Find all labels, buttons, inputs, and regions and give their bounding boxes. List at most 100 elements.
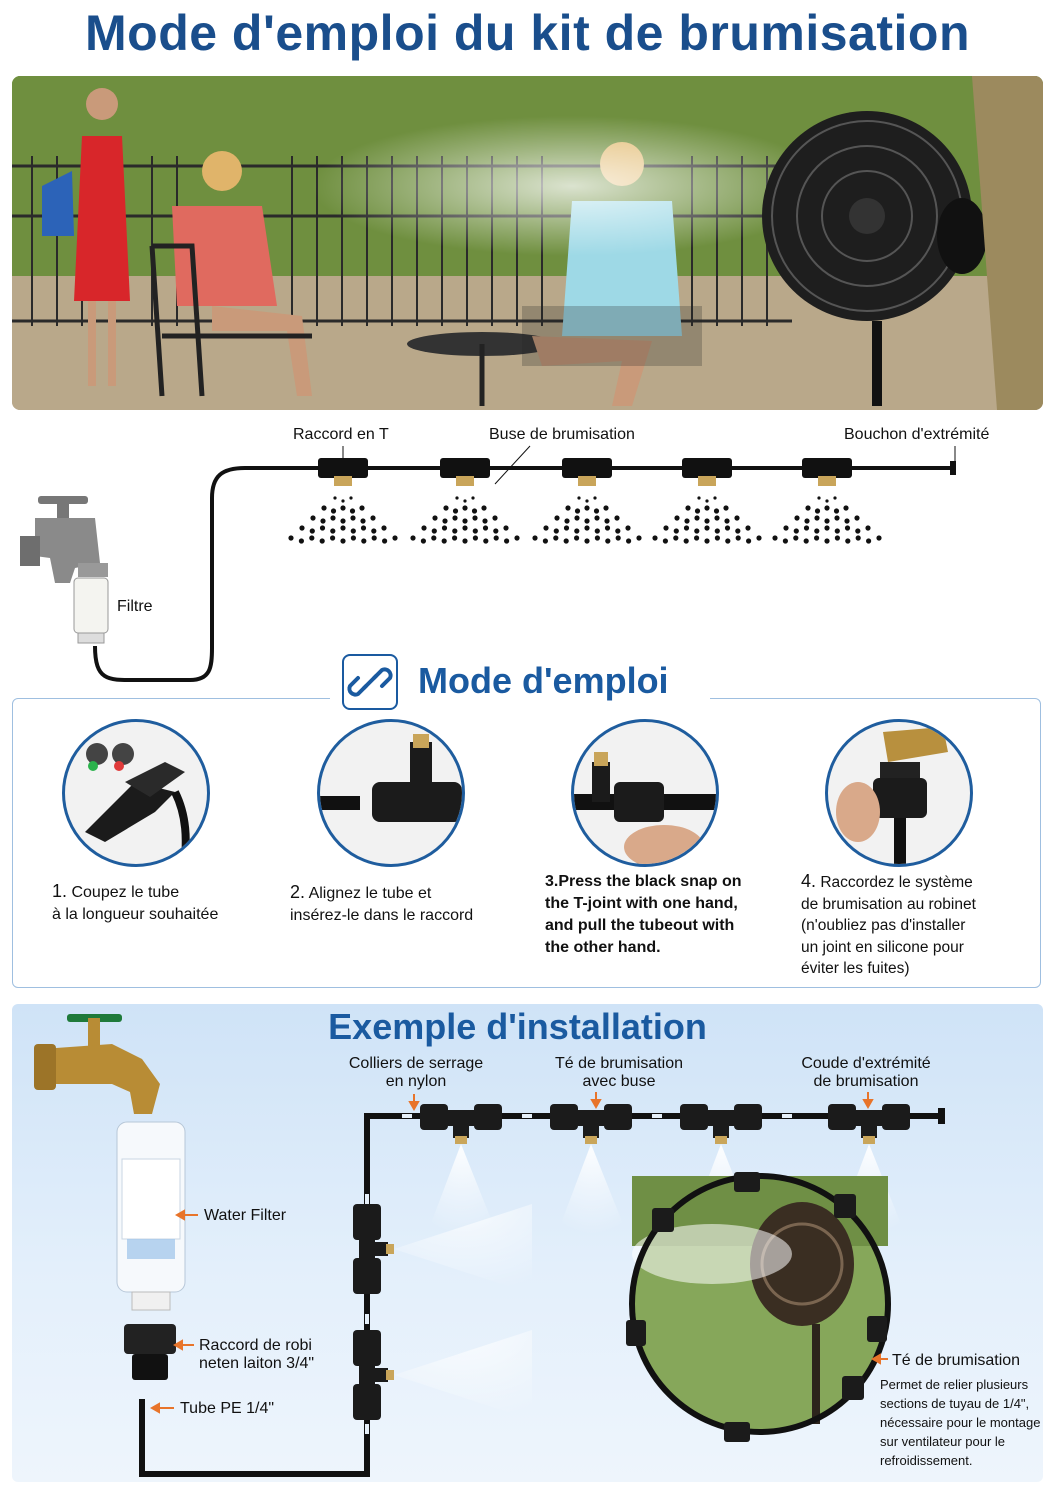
spray-dot <box>804 518 810 524</box>
spray-dot <box>585 499 589 503</box>
spray-dot <box>745 525 751 531</box>
spray-dot <box>724 518 730 524</box>
spray-dot <box>724 525 731 531</box>
spray-dot <box>441 538 447 544</box>
spray-dot <box>309 528 315 534</box>
spray-dot <box>472 528 478 534</box>
step-1-line-1: Coupez le tube <box>71 884 180 901</box>
spray-dot <box>482 525 489 531</box>
step-2-image <box>317 719 465 867</box>
label-tube: Tube PE 1/4" <box>180 1400 275 1417</box>
spray-dot <box>462 538 468 544</box>
spray-dot <box>574 535 580 541</box>
step-4-line-3: (n'oubliez pas d'installer <box>801 917 966 934</box>
step-3-line-1: 3.Press the black snap on <box>545 873 742 890</box>
label-collars-line-1: Colliers de serrage <box>348 1055 484 1072</box>
spray-dot <box>625 525 631 531</box>
spray-dot <box>483 538 489 544</box>
label-elbow: Coude d'extrémité de brumisation <box>795 1055 937 1091</box>
spray-dot <box>683 538 689 544</box>
spray-dot <box>825 499 829 503</box>
tee-desc-line-3: nécessaire pour le montage <box>880 1415 1041 1430</box>
label-tee: Té de brumisation avec buse <box>548 1055 690 1091</box>
spray-dot <box>685 505 691 511</box>
spray-dot <box>319 538 325 544</box>
spray-dot <box>824 525 830 531</box>
spray-dot <box>309 535 315 541</box>
spray-dot <box>694 528 700 534</box>
spray-dot <box>532 535 538 541</box>
spray-dot <box>843 505 849 511</box>
spray-dot <box>350 528 356 534</box>
install-diagram <box>34 1014 945 1477</box>
spray-dot <box>472 515 478 521</box>
system-diagram <box>20 445 956 683</box>
label-tee-line-1: Té de brumisation <box>554 1055 684 1072</box>
spray-dot <box>834 528 840 534</box>
spray-dot <box>713 496 717 500</box>
spray-dot <box>370 515 376 521</box>
spray-dot <box>493 528 499 534</box>
spray-dot <box>704 505 710 511</box>
spray-dot <box>492 515 498 521</box>
spray-dot <box>441 525 448 531</box>
spray-dot <box>834 535 841 541</box>
spray-dot <box>359 505 365 511</box>
spray-dot <box>854 515 860 521</box>
spray-dot <box>382 538 388 544</box>
spray-dot <box>594 515 600 521</box>
page-title: Mode d'emploi du kit de brumisation <box>85 5 970 61</box>
step-4-line-1: Raccordez le système <box>820 874 973 891</box>
spray-dot <box>824 505 830 511</box>
label-adapter: Raccord de robi neten laiton 3/4" <box>199 1337 314 1373</box>
spray-dot <box>663 525 669 531</box>
label-end-cap: Bouchon d'extrémité <box>844 426 990 443</box>
spray-dot <box>299 525 305 531</box>
spray-dot <box>421 525 427 531</box>
spray-dot <box>834 515 840 521</box>
tee-description: Permet de relier plusieurs sections de t… <box>880 1375 1040 1470</box>
spray-dot <box>361 538 367 544</box>
spray-dot <box>320 518 326 524</box>
spray-dot <box>824 518 830 524</box>
spray-dot <box>482 518 488 524</box>
spray-dot <box>814 535 820 541</box>
label-tee-line-2: avec buse <box>582 1073 656 1090</box>
step-1-image <box>62 719 210 867</box>
spray-dot <box>615 535 621 541</box>
spray-dot <box>340 518 346 524</box>
spray-dot <box>824 538 830 544</box>
spray-dot <box>298 538 304 544</box>
spray-dot <box>674 515 680 521</box>
spray-dot <box>694 508 701 514</box>
spray-dot <box>330 508 337 514</box>
spray-dot <box>782 538 789 544</box>
step-4-text: 4. Raccordez le système de brumisation a… <box>801 871 976 980</box>
spray-dot <box>594 535 601 541</box>
step-1-line-2: à la longueur souhaitée <box>52 906 219 923</box>
step-4-line-2: de brumisation au robinet <box>801 895 976 913</box>
spray-dot <box>603 505 609 511</box>
step-4-line-5: éviter les fuites) <box>801 960 910 977</box>
spray-dot <box>543 525 549 531</box>
spray-dot <box>574 515 580 521</box>
label-collars: Colliers de serrage en nylon <box>345 1055 487 1091</box>
spray-dot <box>431 535 437 541</box>
spray-dot <box>735 535 741 541</box>
spray-dot <box>705 499 709 503</box>
spray-dot <box>735 528 741 534</box>
spray-dot <box>574 508 581 514</box>
spray-dot <box>593 496 597 500</box>
spray-dot <box>684 518 690 524</box>
spray-dot <box>814 515 820 521</box>
spray-dot <box>392 535 398 541</box>
spray-dot <box>472 535 478 541</box>
howto-header: Mode d'emploi <box>330 648 710 710</box>
spray-dot <box>452 508 459 514</box>
howto-title: Mode d'emploi <box>418 660 669 701</box>
step-2-number: 2. <box>290 882 306 902</box>
label-t-connector: Raccord en T <box>293 426 389 443</box>
spray-dot <box>319 525 326 531</box>
spray-dot <box>584 525 590 531</box>
spray-dot <box>553 535 559 541</box>
